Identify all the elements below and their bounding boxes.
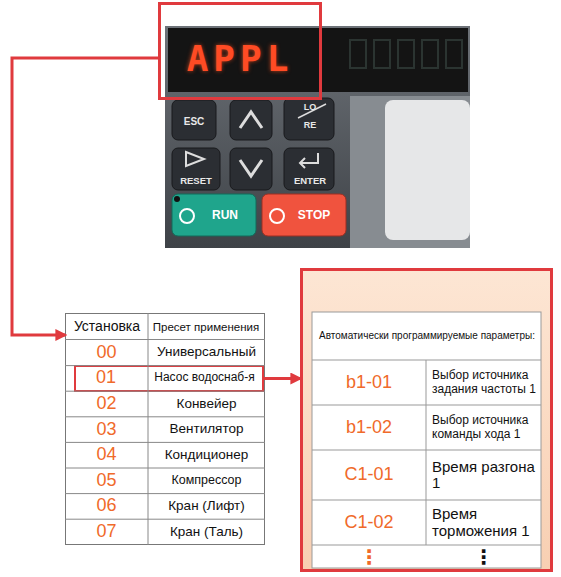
dim-digit (350, 40, 366, 68)
connector (264, 377, 300, 380)
preset-code: 06 (65, 494, 148, 520)
param-description: Выбор источника задания частоты 1 (426, 360, 541, 405)
preset-grid (65, 313, 265, 545)
param-code: C1-02 (312, 500, 426, 545)
preset-name: Вентилятор (148, 417, 265, 443)
key-reset (172, 148, 220, 190)
dim-segments (350, 40, 462, 68)
grid-line (148, 313, 149, 545)
param-table (312, 312, 541, 568)
button-label: STOP (286, 207, 342, 225)
dim-digit (374, 40, 390, 68)
reset-arrow-symbol (186, 152, 204, 166)
display-text: APPL (178, 38, 302, 80)
grid-line (65, 365, 265, 366)
preset-code: 01 (76, 367, 136, 389)
preset-code: 07 (65, 519, 148, 545)
preset-code: 03 (65, 417, 148, 443)
preset-name: Насос водоснаб-я (148, 367, 261, 389)
preset-code: 05 (65, 468, 148, 494)
enter-arrow-symbol (300, 153, 318, 168)
continuation-dots: ⋮ (312, 545, 426, 568)
param-grid (312, 360, 541, 545)
button-label: RUN (198, 207, 252, 225)
down-arrow-symbol (240, 160, 262, 176)
keypad-photo (165, 26, 470, 248)
column-header: Пресет применения (148, 314, 264, 340)
button-label: LO (292, 102, 328, 114)
param-description: Выбор источника команды хода 1 (426, 405, 541, 450)
preset-name: Конвейер (148, 391, 265, 417)
key-stop (262, 194, 346, 236)
key-enter (284, 148, 334, 190)
display-highlight: APPL (158, 2, 322, 100)
preset-name: Кондиционер (148, 442, 265, 468)
continuation-dots: ⋮ (426, 545, 541, 568)
dim-digit (398, 40, 414, 68)
dim-digit (446, 40, 462, 68)
selected-row: 01 Насос водоснаб-я (74, 365, 264, 392)
key-up (230, 100, 272, 140)
panel-fill (300, 268, 553, 572)
dim-digit (422, 40, 438, 68)
preset-name: Кран (Таль) (148, 519, 265, 545)
preset-code: 04 (65, 442, 148, 468)
grid-line (65, 468, 265, 469)
connector (12, 58, 158, 335)
stop-icon (270, 209, 284, 223)
grid-line (65, 519, 265, 520)
param-description: Время разгона 1 (426, 450, 541, 500)
grid-line (65, 493, 265, 494)
panel-side (350, 96, 470, 248)
grid-line (65, 391, 265, 392)
button-label: ESC (176, 112, 212, 130)
grid-line (65, 339, 265, 340)
param-code: b1-02 (312, 405, 426, 450)
key-lore (284, 98, 334, 140)
param-description: Время торможения 1 (426, 500, 541, 545)
key-down (230, 148, 272, 190)
button-label: RE (292, 120, 328, 132)
button-label: ENTER (286, 174, 334, 188)
param-code: b1-01 (312, 360, 426, 405)
column-header: Установка (66, 314, 148, 340)
preset-name: Универсальный (148, 340, 265, 366)
panel-cover (385, 100, 470, 240)
table-header: Автоматически программируемые параметры: (313, 312, 541, 359)
run-icon (180, 209, 194, 223)
run-led (174, 196, 180, 202)
up-arrow-symbol (240, 112, 262, 128)
param-code: C1-01 (312, 450, 426, 500)
grid-line (65, 442, 265, 443)
preset-code: 02 (65, 391, 148, 417)
preset-code: 00 (65, 340, 148, 366)
grid-line (65, 416, 265, 417)
preset-name: Кран (Лифт) (148, 494, 265, 520)
display-window (168, 28, 468, 92)
button-label: RESET (172, 174, 220, 188)
grid-line (426, 360, 427, 545)
key-run (172, 194, 256, 236)
preset-name: Компрессор (148, 468, 265, 494)
key-esc (172, 100, 216, 140)
